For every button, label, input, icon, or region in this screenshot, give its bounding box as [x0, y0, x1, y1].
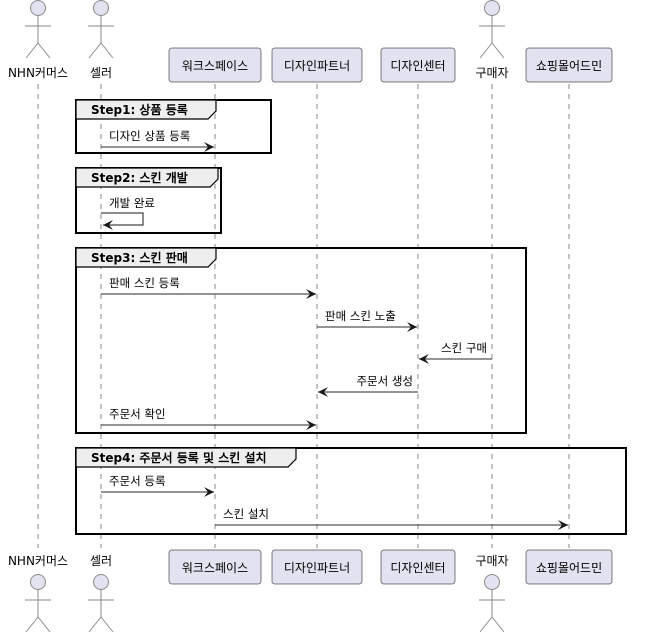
actor-label: 구매자	[475, 554, 508, 568]
actor-nhn-top: NHN커머스	[8, 0, 68, 80]
participant-box	[168, 47, 262, 83]
participant-label: 디자인파트너	[284, 561, 350, 575]
actor-leg-icon	[88, 42, 102, 59]
actor-label: NHN커머스	[8, 66, 68, 80]
actor-head-icon	[30, 0, 46, 16]
frame-title-tab	[75, 167, 219, 188]
participant-box	[380, 47, 456, 83]
frame-title: Step2: 스킨 개발	[91, 170, 188, 185]
group-frame-step3: Step3: 스킨 판매	[75, 247, 527, 434]
actor-label: NHN커머스	[8, 554, 68, 568]
actor-label: 셀러	[90, 554, 112, 568]
actor-seller-bottom: 셀러	[88, 554, 114, 633]
participant-box	[525, 549, 613, 585]
message-label: 스킨 설치	[223, 507, 269, 521]
participant-label: 쇼핑몰어드민	[536, 561, 602, 575]
message-label: 개발 완료	[109, 196, 155, 210]
message-arrow	[101, 212, 144, 230]
participant-label: 워크스페이스	[182, 59, 248, 73]
participant-partner-bottom: 디자인파트너	[271, 549, 363, 585]
participant-label: 디자인센터	[390, 59, 445, 73]
actor-label: 구매자	[475, 66, 508, 80]
actor-label: 셀러	[90, 66, 112, 80]
frame-title-tab	[75, 447, 297, 468]
group-frame-step2: Step2: 스킨 개발	[75, 167, 222, 234]
actor-nhn-bottom: NHN커머스	[8, 554, 68, 633]
actor-leg-icon	[491, 616, 505, 633]
message-label: 주문서 등록	[109, 474, 166, 488]
frame-title: Step3: 스킨 판매	[91, 250, 188, 265]
actor-head-icon	[30, 574, 46, 590]
message-3-1: 판매 스킨 등록	[101, 276, 316, 299]
actor-head-icon	[93, 0, 109, 16]
actor-leg-icon	[25, 616, 39, 633]
participant-label: 워크스페이스	[182, 561, 248, 575]
participant-label: 디자인센터	[390, 561, 445, 575]
frame-title: Step4: 주문서 등록 및 스킨 설치	[91, 450, 267, 465]
message-label: 주문서 생성	[356, 374, 413, 388]
actor-seller-top: 셀러	[88, 0, 114, 80]
participant-center-bottom: 디자인센터	[380, 549, 456, 585]
participant-workspace-bottom: 워크스페이스	[168, 549, 262, 585]
actor-leg-icon	[100, 616, 114, 633]
frame-border	[75, 447, 627, 535]
actor-leg-icon	[100, 42, 114, 59]
message-label: 판매 스킨 등록	[109, 276, 180, 290]
actor-leg-icon	[479, 616, 493, 633]
participant-label: 쇼핑몰어드민	[536, 59, 602, 73]
frame-title-tab	[75, 99, 217, 120]
participant-center-top: 디자인센터	[380, 47, 456, 83]
participant-admin-top: 쇼핑몰어드민	[525, 47, 613, 83]
actor-leg-icon	[88, 616, 102, 633]
participant-box	[271, 47, 363, 83]
message-4-2: 스킨 설치	[215, 507, 568, 530]
participant-box	[271, 549, 363, 585]
message-label: 스킨 구매	[441, 341, 487, 355]
frame-title: Step1: 상품 등록	[91, 102, 188, 117]
group-frame-step4: Step4: 주문서 등록 및 스킨 설치	[75, 447, 627, 535]
message-3-5: 주문서 확인	[101, 407, 316, 430]
actor-head-icon	[484, 574, 500, 590]
frame-title-tab	[75, 247, 217, 268]
message-label: 판매 스킨 노출	[325, 309, 396, 323]
message-3-3: 스킨 구매	[419, 341, 492, 364]
participant-box	[168, 549, 262, 585]
message-label: 주문서 확인	[109, 407, 166, 421]
actor-leg-icon	[37, 42, 51, 59]
actor-head-icon	[484, 0, 500, 16]
actor-leg-icon	[491, 42, 505, 59]
participant-box	[525, 47, 613, 83]
actor-buyer-top: 구매자	[475, 0, 509, 80]
participant-workspace-top: 워크스페이스	[168, 47, 262, 83]
message-1-1: 디자인 상품 등록	[101, 129, 214, 152]
actor-leg-icon	[25, 42, 39, 59]
actor-leg-icon	[479, 42, 493, 59]
frame-border	[75, 247, 527, 434]
actor-head-icon	[93, 574, 109, 590]
message-label: 디자인 상품 등록	[109, 129, 190, 143]
participant-label: 디자인파트너	[284, 59, 350, 73]
group-frame-step1: Step1: 상품 등록	[75, 99, 272, 154]
message-3-4: 주문서 생성	[318, 374, 418, 397]
message-3-2: 판매 스킨 노출	[317, 309, 417, 332]
participant-admin-bottom: 쇼핑몰어드민	[525, 549, 613, 585]
participant-box	[380, 549, 456, 585]
message-2-1: 개발 완료	[101, 196, 155, 230]
actor-leg-icon	[37, 616, 51, 633]
message-4-1: 주문서 등록	[101, 474, 214, 497]
actor-buyer-bottom: 구매자	[475, 554, 509, 633]
participant-partner-top: 디자인파트너	[271, 47, 363, 83]
